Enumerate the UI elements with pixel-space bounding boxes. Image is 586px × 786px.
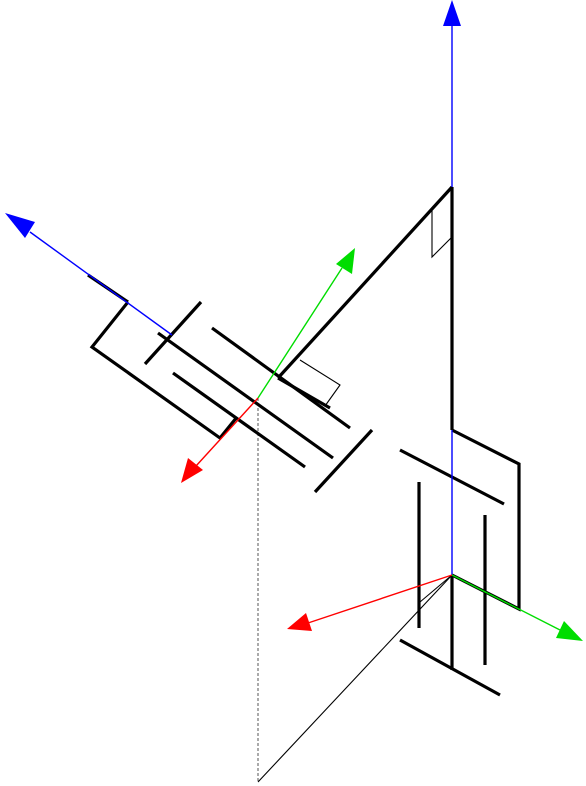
joint-bar-1 <box>143 300 203 366</box>
x-arrow-head-base <box>287 613 312 631</box>
y-arrow-head-joint <box>336 248 355 274</box>
joint-plate-2 <box>211 326 351 430</box>
upper-diagonal-link <box>276 185 454 380</box>
x-axis-base <box>307 574 453 624</box>
right-angle-markers <box>299 210 453 407</box>
frame-base <box>287 0 583 641</box>
x-arrow-head-joint <box>181 458 203 483</box>
y-arrow-head-base <box>556 621 583 641</box>
z-axis-joint <box>29 231 173 336</box>
frame-joint <box>5 213 355 483</box>
joint-housing <box>89 301 239 441</box>
right-angle-marker-mid <box>299 359 341 407</box>
joint-bar-2 <box>313 428 374 494</box>
z-arrow-head-joint <box>5 213 35 238</box>
revolute-joint-upper-left <box>87 273 374 494</box>
right-angle-marker-top <box>431 210 453 259</box>
revolute-joint-right <box>399 428 521 697</box>
link-to-right-axis <box>419 574 453 603</box>
joint-plate-1 <box>157 331 334 460</box>
joint-bottom-bar <box>399 638 501 697</box>
y-axis-base <box>451 574 561 631</box>
x-axis-joint <box>195 397 259 467</box>
joint-plate-3 <box>172 371 306 469</box>
diagonal-projection-line <box>257 574 453 783</box>
z-arrow-head-base <box>443 0 461 26</box>
y-axis-joint <box>257 267 343 399</box>
